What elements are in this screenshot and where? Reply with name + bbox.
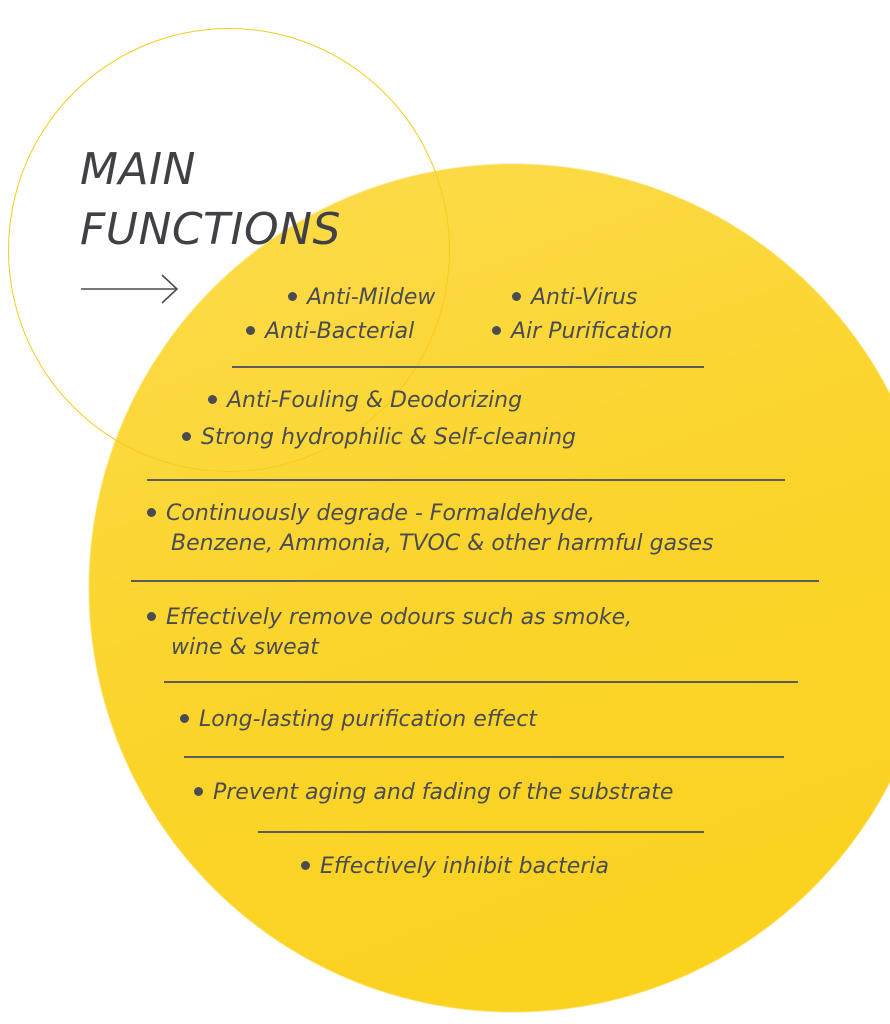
item-label: Effectively inhibit bacteria — [320, 854, 609, 879]
item-anti-bacterial: Anti-Bacterial — [246, 317, 414, 347]
bullet-icon — [194, 786, 203, 796]
item-anti-fouling: Anti-Fouling & Deodorizing — [208, 386, 522, 416]
bullet-icon — [301, 860, 310, 870]
divider — [147, 479, 785, 481]
item-anti-mildew: Anti-Mildew — [288, 283, 435, 313]
item-degrade-cont: Benzene, Ammonia, TVOC & other harmful g… — [171, 529, 714, 559]
item-label: Anti-Virus — [531, 285, 638, 310]
item-long-lasting: Long-lasting purification effect — [180, 705, 537, 735]
item-label: Continuously degrade - Formaldehyde, — [166, 501, 595, 526]
item-anti-virus: Anti-Virus — [512, 283, 637, 313]
bullet-icon — [288, 291, 297, 301]
item-air-purification: Air Purification — [492, 317, 673, 347]
bullet-icon — [180, 713, 189, 723]
bullet-icon — [246, 325, 255, 335]
item-label: Anti-Mildew — [307, 285, 436, 310]
bullet-icon — [147, 611, 156, 621]
title-line-1: MAIN — [80, 144, 196, 195]
bullet-icon — [147, 507, 156, 517]
divider — [232, 366, 704, 368]
item-odours-cont: wine & sweat — [171, 633, 319, 663]
item-label: Air Purification — [511, 319, 673, 344]
item-label: Anti-Bacterial — [265, 319, 415, 344]
item-label: Long-lasting purification effect — [199, 707, 537, 732]
item-label: Prevent aging and fading of the substrat… — [213, 780, 674, 805]
bullet-icon — [512, 291, 521, 301]
item-hydrophilic: Strong hydrophilic & Self-cleaning — [182, 423, 576, 453]
arrow-right-icon — [81, 274, 179, 304]
divider — [258, 831, 704, 833]
divider — [184, 756, 784, 758]
page-title: MAIN FUNCTIONS — [80, 140, 341, 260]
bullet-icon — [208, 394, 217, 404]
bullet-icon — [182, 431, 191, 441]
item-degrade: Continuously degrade - Formaldehyde, — [147, 499, 595, 529]
item-label: wine & sweat — [171, 635, 319, 660]
item-prevent-aging: Prevent aging and fading of the substrat… — [194, 778, 673, 808]
item-label: Benzene, Ammonia, TVOC & other harmful g… — [171, 531, 714, 556]
item-odours: Effectively remove odours such as smoke, — [147, 603, 632, 633]
divider — [131, 580, 819, 582]
bullet-icon — [492, 325, 501, 335]
outline-circle — [8, 28, 450, 472]
item-label: Strong hydrophilic & Self-cleaning — [201, 425, 577, 450]
item-label: Effectively remove odours such as smoke, — [166, 605, 633, 630]
item-label: Anti-Fouling & Deodorizing — [227, 388, 523, 413]
title-line-2: FUNCTIONS — [80, 204, 341, 255]
item-inhibit: Effectively inhibit bacteria — [301, 852, 609, 882]
divider — [164, 681, 798, 683]
